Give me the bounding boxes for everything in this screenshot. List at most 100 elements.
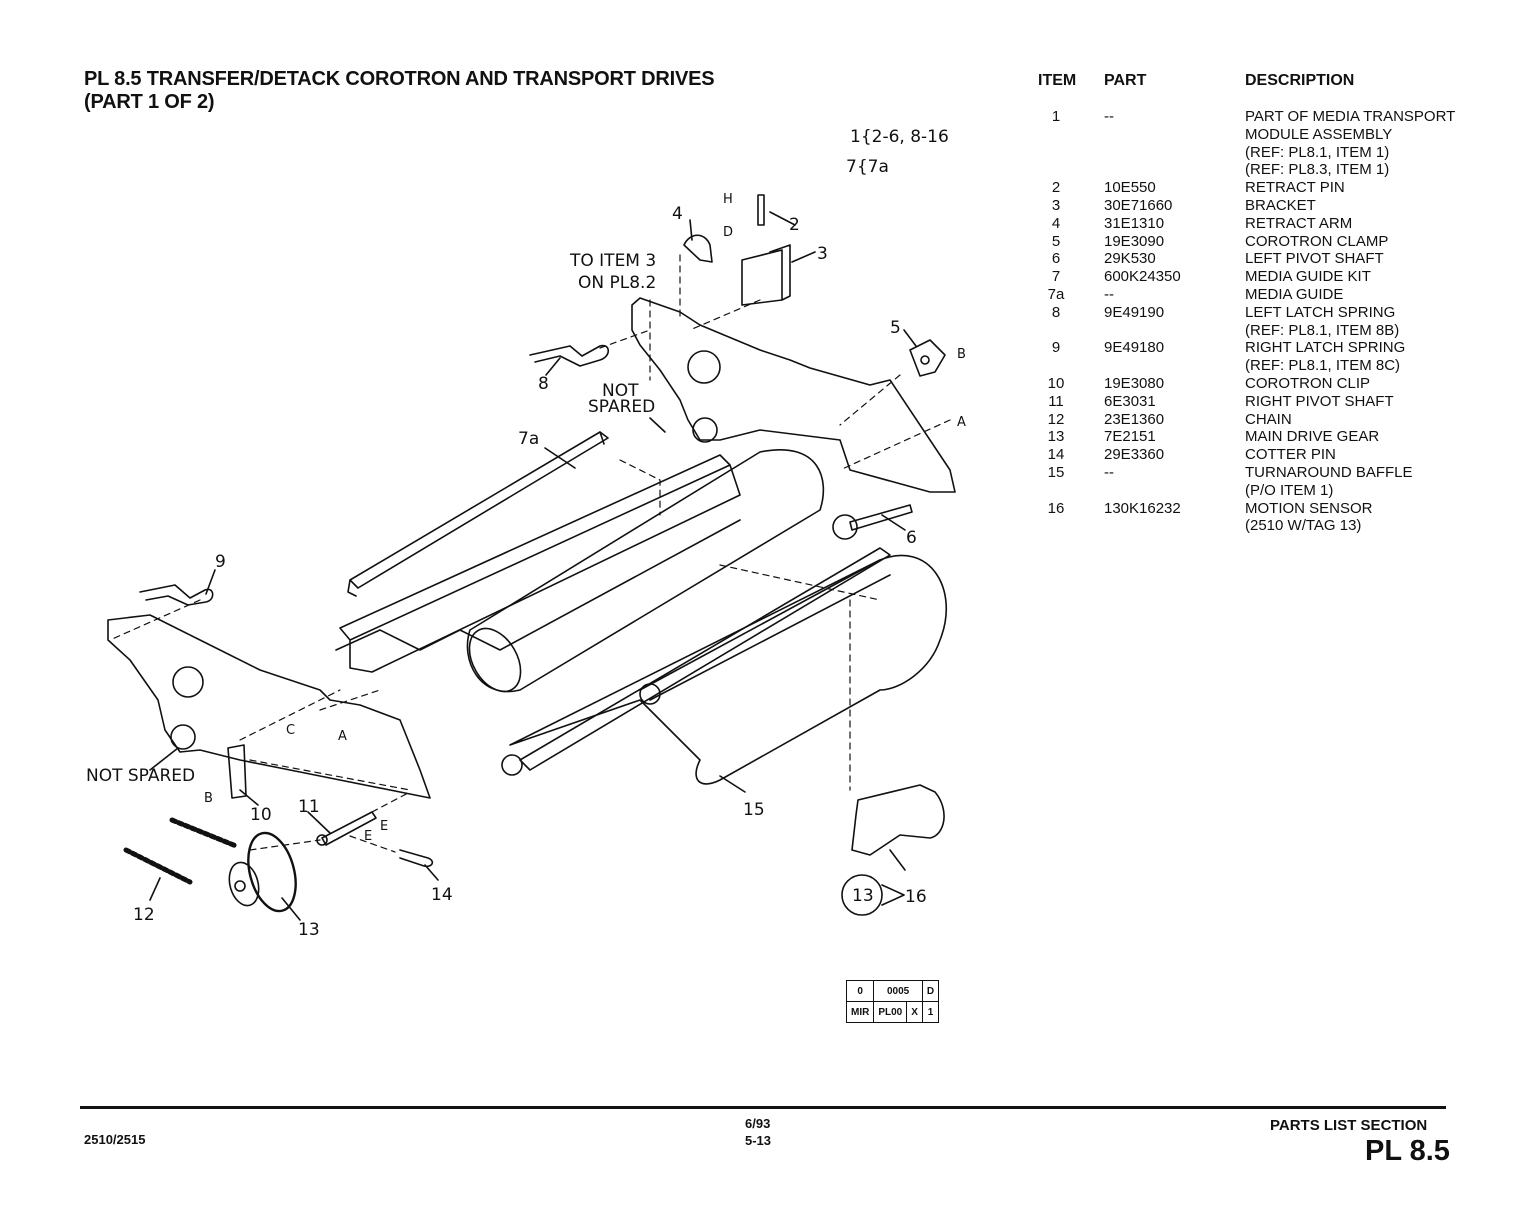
- callout-13: 13: [298, 920, 320, 940]
- description-line: MEDIA GUIDE: [1245, 285, 1344, 303]
- description-line: COROTRON CLAMP: [1245, 232, 1389, 250]
- letter-e-lower: E: [364, 829, 372, 844]
- callout-14: 14: [431, 885, 453, 905]
- letter-h: H: [723, 192, 733, 207]
- description-line: RIGHT LATCH SPRING: [1245, 339, 1406, 357]
- description-line: BRACKET: [1245, 196, 1316, 214]
- part-number: 7E2151: [1104, 428, 1156, 446]
- corotron-clip: [227, 744, 247, 799]
- to-item-3-label: TO ITEM 3: [569, 251, 656, 271]
- letter-a-right: A: [957, 415, 966, 430]
- stamp-cell: X: [906, 1001, 923, 1023]
- callout-15: 15: [743, 800, 765, 820]
- footer-rule: [80, 1106, 1446, 1109]
- description-line: RETRACT PIN: [1245, 179, 1345, 197]
- callout-circle-13: [841, 874, 883, 916]
- part-description: RIGHT LATCH SPRING(REF: PL8.1, ITEM 8C): [1245, 339, 1500, 375]
- item-number: 13: [1047, 428, 1065, 446]
- part-description: COROTRON CLIP: [1245, 375, 1500, 393]
- description-line: RIGHT PIVOT SHAFT: [1245, 392, 1394, 410]
- left-latch-spring: [529, 344, 610, 367]
- description-line: MAIN DRIVE GEAR: [1245, 428, 1380, 446]
- corotron-clamp: [909, 339, 946, 377]
- table-row: 5 19E3090 COROTRON CLAMP: [1030, 233, 1500, 251]
- item-number: 3: [1051, 196, 1061, 214]
- table-row: 7a -- MEDIA GUIDE: [1030, 286, 1500, 304]
- footer-date: 6/93: [745, 1116, 771, 1131]
- part-description: RETRACT PIN: [1245, 179, 1500, 197]
- left-side-frame: [107, 614, 431, 799]
- letter-c: C: [286, 723, 295, 738]
- item-number: 6: [1051, 250, 1061, 268]
- transport-drum: [466, 449, 825, 693]
- item-number: 15: [1047, 463, 1065, 481]
- item-number: 1: [1051, 108, 1061, 125]
- part-number: 19E3090: [1104, 232, 1165, 250]
- part-number: 9E49190: [1104, 303, 1165, 321]
- part-number: 10E550: [1104, 179, 1156, 197]
- header-item: ITEM: [1038, 72, 1077, 89]
- part-description: LEFT PIVOT SHAFT: [1245, 250, 1500, 268]
- part-number: --: [1104, 285, 1114, 303]
- not-spared-right-line1: NOT: [602, 381, 639, 401]
- not-spared-right-line2: SPARED: [588, 397, 655, 417]
- page-title: PL 8.5 TRANSFER/DETACK COROTRON AND TRAN…: [84, 68, 715, 114]
- item-number: 7a: [1047, 285, 1065, 303]
- description-line: MOTION SENSOR: [1245, 499, 1373, 517]
- footer-model: 2510/2515: [84, 1132, 146, 1147]
- callout-10: 10: [250, 805, 272, 825]
- description-line: LEFT LATCH SPRING: [1245, 303, 1396, 321]
- left-pivot-shaft: [849, 504, 913, 531]
- part-description: MAIN DRIVE GEAR: [1245, 428, 1500, 446]
- item-number: 7: [1051, 268, 1061, 286]
- stamp-cell: 1: [921, 1001, 940, 1023]
- part-number: --: [1104, 108, 1114, 125]
- item-number: 5: [1051, 232, 1061, 250]
- callout-12: 12: [133, 905, 155, 925]
- media-guide-channel: [339, 454, 741, 673]
- description-line: MEDIA GUIDE KIT: [1245, 268, 1371, 286]
- table-row: 15--TURNAROUND BAFFLE(P/O ITEM 1): [1030, 464, 1500, 500]
- callout-4: 4: [672, 204, 683, 224]
- letter-b-right: B: [957, 347, 966, 362]
- item-number: 4: [1051, 214, 1061, 232]
- chain-lower: [123, 847, 193, 885]
- letter-e-upper: E: [380, 819, 388, 834]
- retract-arm: [683, 234, 713, 263]
- bracket: [741, 244, 791, 306]
- part-number: 19E3080: [1104, 374, 1165, 392]
- part-description: CHAIN: [1245, 411, 1500, 429]
- description-line: LEFT PIVOT SHAFT: [1245, 250, 1384, 268]
- stamp-cell: MIR: [845, 1001, 875, 1023]
- cotter-pin: [399, 849, 434, 868]
- description-line: COROTRON CLIP: [1245, 374, 1371, 392]
- callout-13-circle-label: 13: [852, 886, 874, 906]
- on-pl82-label: ON PL8.2: [578, 273, 656, 293]
- callout-8: 8: [538, 374, 549, 394]
- part-description: COROTRON CLAMP: [1245, 233, 1500, 251]
- callout-3: 3: [817, 244, 828, 264]
- description-line: RETRACT ARM: [1245, 214, 1353, 232]
- retract-pin: [757, 194, 765, 226]
- part-number: 29E3360: [1104, 446, 1165, 464]
- title-line-2: (PART 1 OF 2): [84, 91, 215, 113]
- not-spared-left-label: NOT SPARED: [86, 766, 195, 786]
- part-description: COTTER PIN: [1245, 446, 1500, 464]
- item-number: 11: [1048, 392, 1064, 410]
- footer-pl-number: PL 8.5: [1365, 1135, 1450, 1167]
- description-line: (REF: PL8.1, ITEM 8C): [1245, 357, 1401, 375]
- table-row: 13 7E2151 MAIN DRIVE GEAR: [1030, 428, 1500, 446]
- parts-list-table: ITEM PART DESCRIPTION 1--PART OF MEDIA T…: [1030, 70, 1500, 535]
